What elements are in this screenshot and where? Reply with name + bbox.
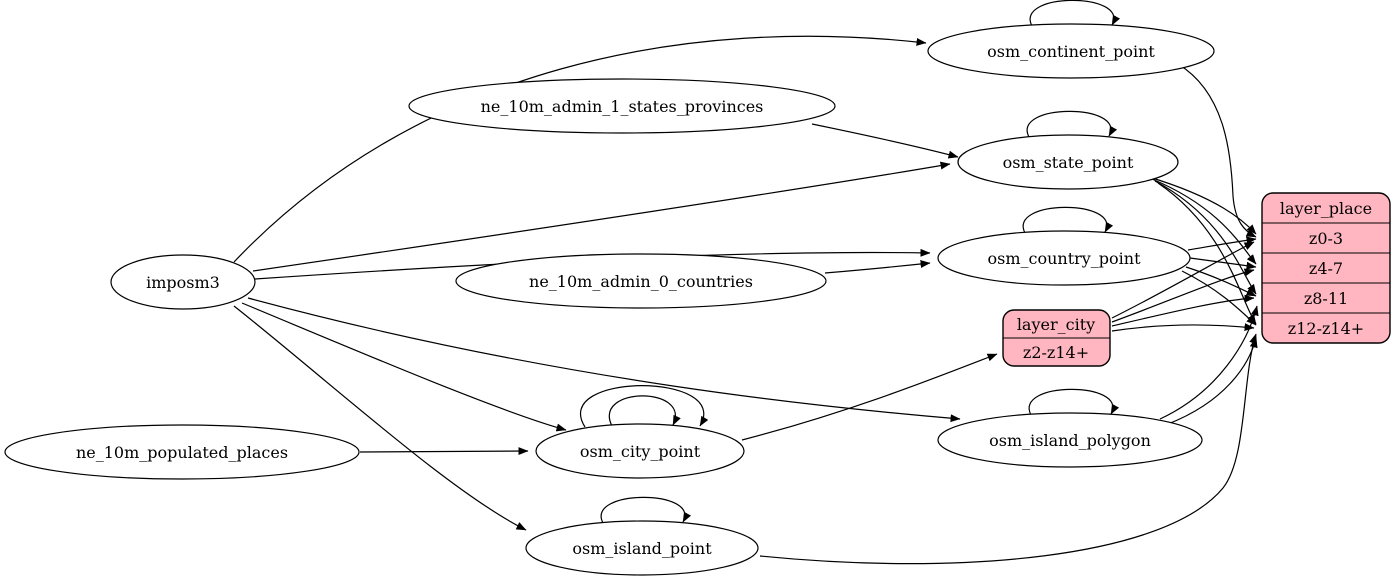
record-layer_place-row-z12-z14: z12-z14+ (1288, 319, 1364, 338)
edge-selfloop-osm_continent_point (1029, 0, 1121, 27)
edge-osm_city_point-layer_city-z2-z14 (741, 353, 998, 441)
edge-layer_city-layer_place-z12-z14 (1111, 323, 1255, 332)
edge-imposm3-osm_state_point (252, 161, 951, 272)
edge-osm_state_point-layer_place-z4-7 (1151, 178, 1257, 265)
edge-osm_state_point-layer_place-z0-3 (1148, 176, 1257, 235)
node-ne_10m_populated_places-shape (4, 424, 360, 480)
edge-selfloop-osm_state_point (1026, 110, 1118, 138)
node-ne_10m_admin_0_countries-shape (455, 253, 827, 309)
edge-osm_country_point-layer_place-z8-11 (1185, 266, 1257, 297)
edge-selfloop-outer-osm_city_point (580, 385, 709, 428)
node-osm_continent_point: osm_continent_point (927, 23, 1215, 79)
edge-imposm3-osm_island_polygon (247, 297, 961, 423)
record-layer_place-title: layer_place (1280, 199, 1372, 218)
node-osm_island_point: osm_island_point (525, 520, 759, 576)
record-layer_place-row-z8-11: z8-11 (1304, 289, 1348, 308)
record-layer_place: layer_place z0-3 z4-7 z8-11 z12-z14+ (1261, 192, 1391, 344)
node-osm_island_point-shape (525, 520, 759, 576)
edge-osm_continent_point-layer_place-z0-3 (1177, 63, 1257, 238)
node-osm_country_point-shape (937, 230, 1191, 286)
node-osm_island_polygon-label: osm_island_polygon (989, 431, 1151, 450)
record-layer_city-title: layer_city (1017, 315, 1095, 334)
edge-osm_country_point-layer_place-z12-z14 (1181, 270, 1257, 326)
node-ne_10m_populated_places: ne_10m_populated_places (4, 424, 360, 480)
node-osm_country_point: osm_country_point (937, 230, 1191, 286)
node-ne_10m_admin_1_states_provinces-shape (408, 78, 836, 134)
node-ne_10m_admin_1_states_provinces-label: ne_10m_admin_1_states_provinces (481, 97, 764, 116)
edge-selfloop-inner-osm_city_point (608, 395, 681, 427)
record-layer_place-box (1261, 192, 1391, 344)
record-layer_city-row-z2-z14: z2-z14+ (1023, 343, 1089, 362)
node-osm_city_point-shape (535, 423, 745, 479)
edge-selfloop-osm_island_polygon (1028, 388, 1120, 416)
edge-ne_10m_admin_0_countries-osm_country_point (824, 260, 931, 274)
edge-layer_city-layer_place-z0-3 (1111, 241, 1255, 319)
node-ne_10m_admin_0_countries: ne_10m_admin_0_countries (455, 253, 827, 309)
node-imposm3-shape (110, 254, 256, 310)
edge-layer (233, 0, 1259, 565)
edge-layer_city-layer_place-z4-7 (1111, 268, 1255, 323)
edge-osm_country_point-layer_place-z0-3 (1187, 236, 1257, 251)
node-osm_continent_point-shape (927, 23, 1215, 79)
node-osm_state_point-label: osm_state_point (1003, 153, 1134, 172)
node-imposm3: imposm3 (110, 254, 256, 310)
edge-osm_island_polygon-layer_place-z8-11 (1159, 305, 1259, 420)
node-ne_10m_admin_0_countries-label: ne_10m_admin_0_countries (529, 272, 753, 291)
edge-selfloop-osm_island_point (600, 496, 692, 524)
edge-selfloop-osm_country_point (1022, 206, 1114, 234)
edge-imposm3-osm_continent_point (233, 35, 927, 263)
edge-imposm3-osm_island_point (233, 305, 527, 531)
edge-osm_island_polygon-layer_place-z12-z14 (1167, 337, 1258, 425)
node-osm_island_point-label: osm_island_point (572, 539, 712, 558)
record-layer_place-row-z4-7: z4-7 (1309, 259, 1343, 278)
node-ne_10m_admin_1_states_provinces: ne_10m_admin_1_states_provinces (408, 78, 836, 134)
record-layer_city: layer_city z2-z14+ (1002, 309, 1111, 367)
node-osm_continent_point-label: osm_continent_point (987, 42, 1155, 61)
node-osm_island_polygon: osm_island_polygon (937, 412, 1203, 468)
record-layer_place-row-z0-3: z0-3 (1309, 229, 1343, 248)
node-osm_city_point-label: osm_city_point (580, 442, 701, 461)
node-imposm3-label: imposm3 (146, 273, 220, 292)
node-osm_city_point: osm_city_point (535, 423, 745, 479)
edge-layer_city-layer_place-z8-11 (1111, 294, 1255, 327)
node-osm_state_point-shape (957, 134, 1179, 190)
edge-osm_island_point-layer_place-z12-z14 (759, 333, 1257, 565)
node-osm_island_polygon-shape (937, 412, 1203, 468)
edge-imposm3-osm_city_point (241, 302, 567, 432)
edge-ne_10m_populated_places-osm_city_point (359, 447, 529, 456)
node-osm_state_point: osm_state_point (957, 134, 1179, 190)
node-osm_country_point-label: osm_country_point (987, 249, 1141, 268)
edge-ne_10m_admin_1_states_provinces-osm_state_point (811, 123, 959, 159)
edge-osm_country_point-layer_place-z4-7 (1189, 257, 1257, 270)
node-ne_10m_populated_places-label: ne_10m_populated_places (76, 443, 288, 462)
